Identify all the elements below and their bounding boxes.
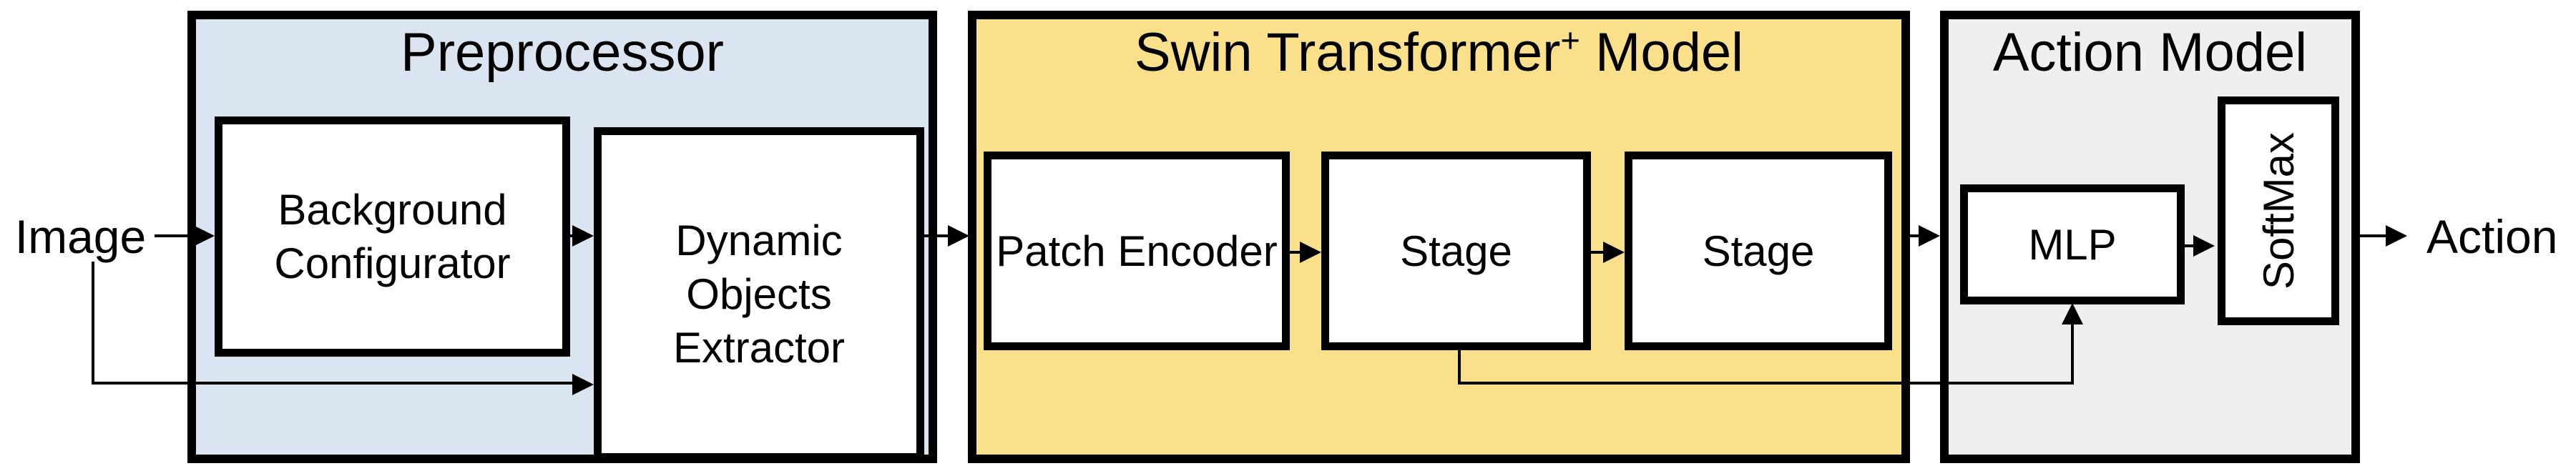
skip-image-head-icon [572, 374, 594, 395]
swin-model-title: Swin Transformer+ Model [968, 24, 1910, 81]
arrow-image-to-preprocessor-head-icon [193, 225, 215, 247]
background-configurator-label: Background Configurator [274, 186, 511, 287]
arrow-doe-to-swin-head-icon [948, 225, 969, 247]
preprocessor-title: Preprocessor [401, 22, 724, 83]
arrow-image-to-preprocessor-line [155, 234, 195, 237]
input-image-label: Image [14, 210, 147, 263]
arrow-pe-to-stage1-head-icon [1300, 242, 1321, 263]
patch-encoder-label: Patch Encoder [996, 227, 1278, 275]
arrow-mlp-to-softmax-head-icon [2193, 235, 2215, 257]
action-model-title: Action Model [1992, 22, 2308, 83]
swin-model-title-superscript: + [1560, 21, 1580, 59]
skip-stage1-drop-line [1458, 349, 1461, 383]
node-mlp: MLP [1960, 184, 2185, 304]
arrow-mlp-to-softmax-line [2185, 244, 2195, 247]
arrow-action-model-to-action-head-icon [2386, 225, 2407, 247]
stage-2-label: Stage [1702, 227, 1815, 275]
arrow-pe-to-stage1-line [1290, 251, 1301, 254]
output-action-label: Action [2426, 210, 2558, 263]
skip-stage1-rise-line [2071, 324, 2074, 385]
stage-1-label: Stage [1400, 227, 1512, 275]
swin-model-title-rest: Model [1580, 22, 1744, 83]
skip-stage1-head-icon [2062, 303, 2083, 324]
mlp-label: MLP [2028, 220, 2117, 269]
node-softmax: SoftMax [2218, 96, 2339, 325]
node-dynamic-objects-extractor: Dynamic Objects Extractor [594, 127, 924, 461]
skip-image-vertical-line [92, 262, 94, 385]
arrow-stage1-to-stage2-head-icon [1603, 242, 1625, 263]
node-stage-1: Stage [1321, 152, 1591, 350]
arrow-swin-to-action-line [1906, 234, 1920, 237]
arrow-bc-to-doe-head-icon [572, 225, 594, 247]
arrow-swin-to-action-head-icon [1919, 225, 1940, 247]
softmax-label: SoftMax [2254, 132, 2303, 290]
swin-model-title-text: Swin Transformer [1134, 22, 1561, 83]
arrow-stage1-to-stage2-line [1591, 251, 1605, 254]
dynamic-objects-extractor-label: Dynamic Objects Extractor [672, 217, 846, 372]
arrow-doe-to-swin-line [924, 234, 950, 237]
skip-stage1-horizontal-line [1458, 382, 2074, 385]
skip-image-horizontal-line [92, 382, 574, 385]
arrow-action-model-to-action-line [2360, 234, 2387, 237]
node-patch-encoder: Patch Encoder [984, 152, 1290, 350]
node-stage-2: Stage [1625, 152, 1892, 350]
node-background-configurator: Background Configurator [215, 116, 570, 357]
